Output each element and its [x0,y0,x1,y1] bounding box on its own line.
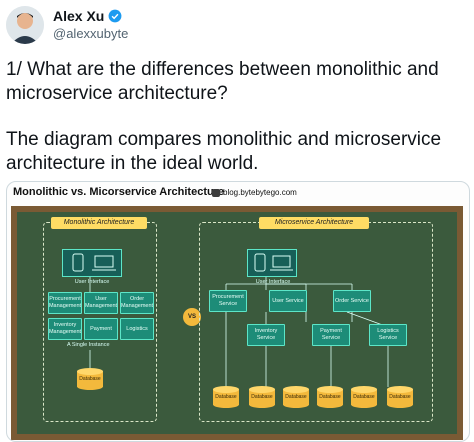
blog-logo-icon [212,188,220,197]
service-inventory: Inventory Service [247,324,285,346]
single-instance-label: A Single Instance [67,342,110,348]
service-logistics: Logistics Service [369,324,407,346]
tweet-paragraph-1: 1/ What are the differences between mono… [6,59,439,104]
diagram-header: Monolithic vs. Micorservice Architecture [13,186,224,198]
module-procurement: Procurement Management [48,292,82,314]
author-handle[interactable]: @alexxubyte [53,26,129,41]
module-order: Order Management [120,292,154,314]
avatar[interactable] [6,6,44,44]
media-card[interactable]: Monolithic vs. Micorservice Architecture… [6,181,470,442]
microservice-database: Database [351,386,377,408]
chalkboard: Monolithic Architecture User Interface P… [11,206,463,440]
microservice-ui-label: User Interface [255,279,291,285]
connector-lines [89,277,389,387]
monolithic-database: Database [77,368,103,390]
module-user: User Management [84,292,118,314]
module-payment: Payment [84,318,118,340]
microservice-ui-box [247,249,297,277]
module-logistics: Logistics [120,318,154,340]
service-user: User Service [269,290,307,312]
microservice-title: Microservice Architecture [259,217,369,229]
verified-badge-icon [108,9,122,23]
microservice-database: Database [249,386,275,408]
microservice-database: Database [317,386,343,408]
microservice-database: Database [213,386,239,408]
author-name-row[interactable]: Alex Xu [53,8,122,24]
monolithic-title: Monolithic Architecture [51,217,147,229]
tweet-paragraph-2: The diagram compares monolithic and micr… [6,129,442,174]
vs-badge: VS [183,308,201,326]
diagram-title: Monolithic vs. Micorservice Architecture [13,186,225,198]
service-procurement: Procurement Service [209,290,247,312]
diagram-source-text: blog.bytebytego.com [223,188,297,197]
service-order: Order Service [333,290,371,312]
database-label: Database [79,376,101,382]
service-payment: Payment Service [312,324,350,346]
avatar-image [6,6,44,44]
monolithic-ui-box [62,249,122,277]
microservice-database: Database [283,386,309,408]
microservice-database: Database [387,386,413,408]
devices-icon [72,253,116,272]
author-name[interactable]: Alex Xu [53,8,105,24]
tweet-text: 1/ What are the differences between mono… [6,58,466,176]
module-inventory: Inventory Management [48,318,82,340]
monolithic-ui-label: User Interface [74,279,110,285]
diagram-source: blog.bytebytego.com [212,188,297,197]
devices-icon [254,253,293,272]
